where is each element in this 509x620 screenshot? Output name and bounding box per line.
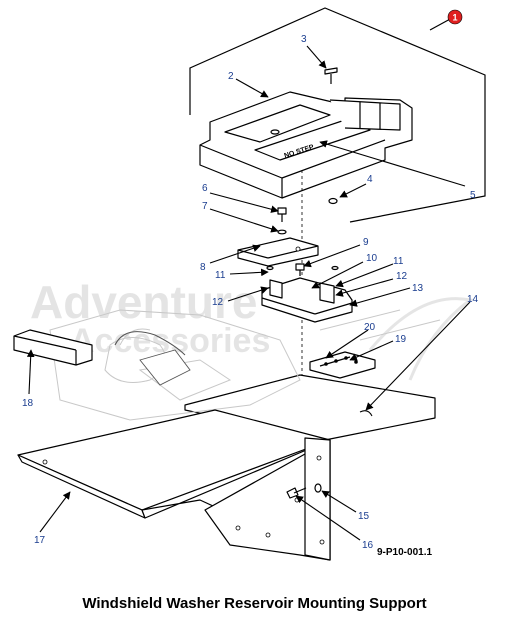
callout-18: 18 [22, 398, 34, 409]
washer-reservoir: NO STEP [199, 91, 413, 199]
mounting-tray [184, 374, 436, 441]
figure-id: 9-P10-001.1 [377, 547, 432, 558]
assembly-bracket [189, 7, 486, 223]
terminal-strip [309, 351, 376, 379]
callout-11a: 11 [215, 270, 226, 281]
callout-arrows [26, 45, 471, 541]
callout-9: 9 [363, 237, 369, 248]
callout-11b: 11 [393, 256, 404, 267]
hardware [266, 67, 339, 276]
callout-14: 14 [467, 294, 479, 305]
callout-12a: 12 [212, 297, 224, 308]
diagram-caption: Windshield Washer Reservoir Mounting Sup… [82, 595, 426, 612]
callout-19: 19 [395, 334, 407, 345]
bolts [286, 483, 322, 499]
callout-labels: 3 2 4 5 6 7 8 9 10 11 11 12 12 13 14 20 … [22, 34, 479, 551]
vehicle-background [49, 309, 441, 421]
callout-13: 13 [412, 283, 424, 294]
callout-15: 15 [358, 511, 370, 522]
callout-2: 2 [228, 71, 234, 82]
callout-5: 5 [470, 190, 476, 201]
callout-8: 8 [200, 262, 206, 273]
callout-16: 16 [362, 540, 374, 551]
callout-17: 17 [34, 535, 46, 546]
assembly-callout-badge: 1 [447, 9, 463, 25]
callout-10: 10 [366, 253, 378, 264]
mounting-shelf [17, 409, 331, 561]
callout-3: 3 [301, 34, 307, 45]
assembly-number: 1 [452, 13, 457, 23]
mounting-plate [237, 237, 319, 267]
callout-4: 4 [367, 174, 373, 185]
watermark-line-1: Adventure [30, 276, 257, 328]
watermark: Adventure Accessories [30, 276, 474, 381]
callout-12b: 12 [396, 271, 408, 282]
seal-strip [13, 329, 93, 366]
callout-20: 20 [364, 322, 376, 333]
callout-7: 7 [202, 201, 208, 212]
callout-6: 6 [202, 183, 208, 194]
